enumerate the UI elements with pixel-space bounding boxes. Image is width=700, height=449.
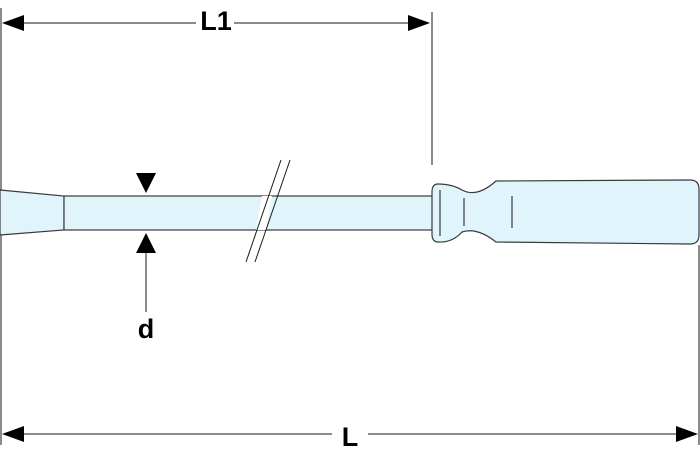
l1-left-arrow-icon [2, 15, 24, 31]
l1-right-arrow-icon [408, 15, 430, 31]
dimension-l1: L1 [2, 6, 430, 36]
d-label: d [138, 314, 155, 344]
shaft [63, 195, 435, 231]
dimension-l: L [2, 422, 698, 449]
handle [431, 179, 700, 245]
break-line-right [254, 159, 291, 263]
l1-label: L1 [200, 6, 232, 36]
blade-tip [0, 189, 65, 236]
d-bottom-arrow-icon [136, 233, 156, 253]
l-right-arrow-icon [676, 426, 698, 442]
break-symbol [245, 159, 291, 263]
screwdriver [0, 179, 700, 245]
d-top-arrow-icon [136, 173, 156, 193]
l-label: L [342, 422, 359, 449]
l-left-arrow-icon [2, 426, 24, 442]
break-line-left [245, 159, 282, 263]
dimension-d: d [136, 173, 156, 344]
